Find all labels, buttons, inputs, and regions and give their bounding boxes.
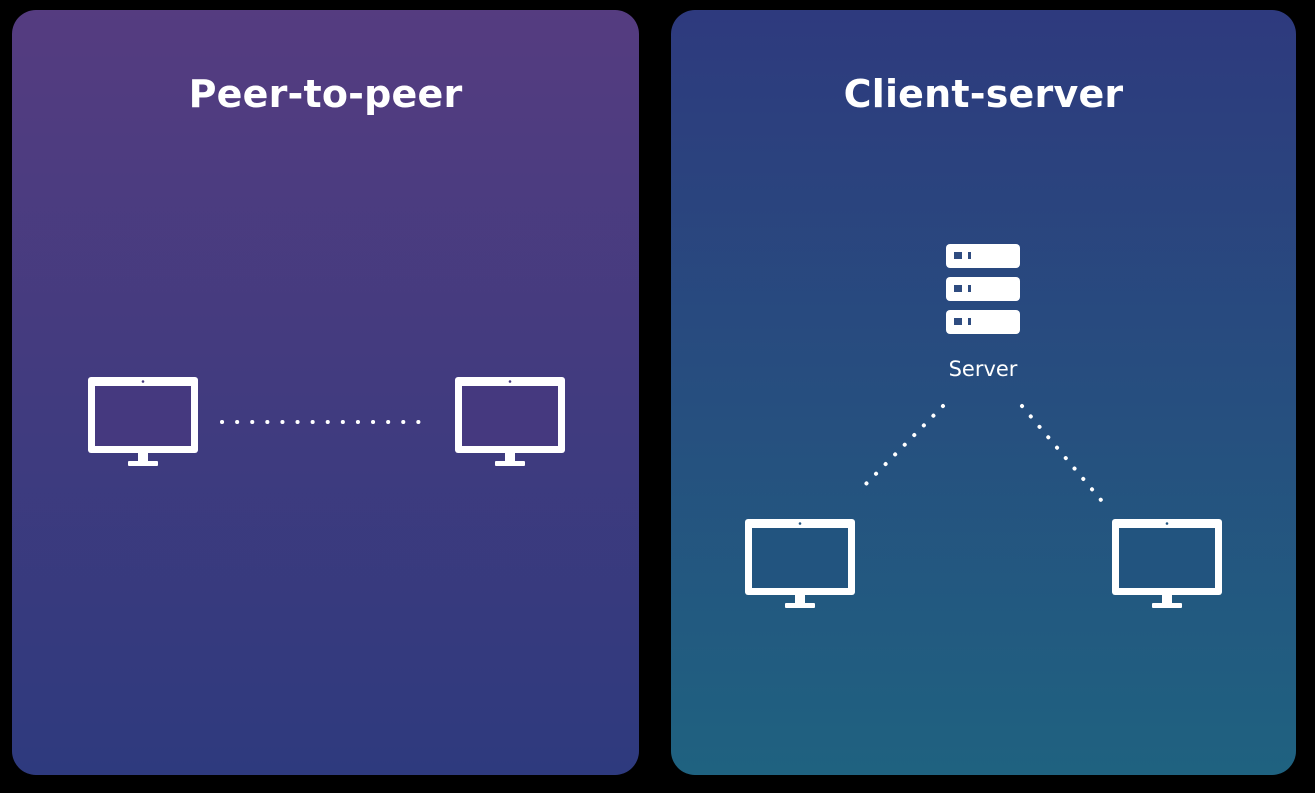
server-label: Server [948, 357, 1018, 381]
client-left-connection-line [856, 404, 945, 494]
client-server-panel: Client-server [671, 10, 1296, 775]
client-right-connection-line [1020, 404, 1103, 502]
client-computer-right-icon [1112, 519, 1222, 608]
peer-computer-left-icon [88, 377, 198, 466]
peer-computer-right-icon [455, 377, 565, 466]
client-computer-left-icon [745, 519, 855, 608]
server-rack-icon [946, 244, 1020, 334]
client-server-title: Client-server [843, 72, 1124, 116]
peer-to-peer-title: Peer-to-peer [188, 72, 463, 116]
